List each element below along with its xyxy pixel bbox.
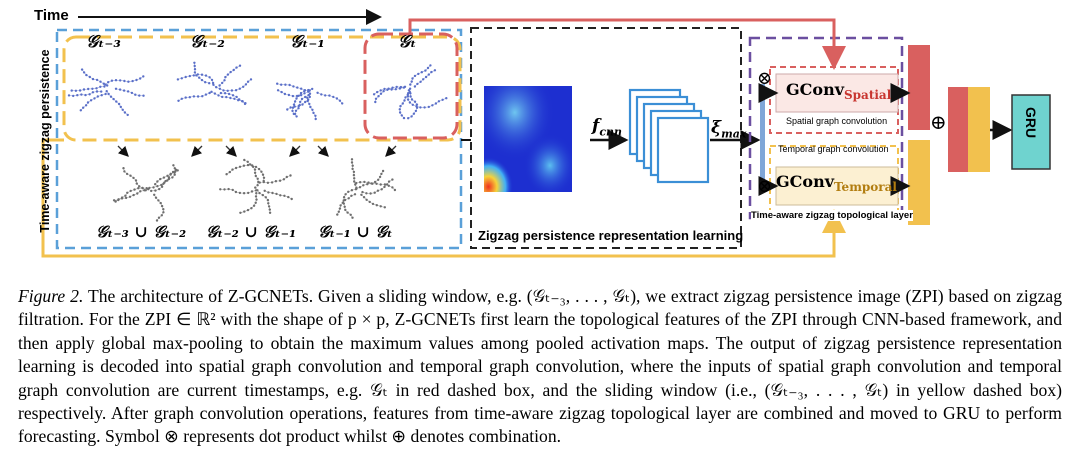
gconv-temporal-text: GConv: [776, 172, 834, 191]
cnn-feature-maps: [628, 88, 710, 184]
graph-t: [372, 64, 448, 120]
spatial-output-bar: [908, 45, 930, 130]
sliding-window-feed: [41, 138, 846, 258]
current-timestamp-feed: [408, 18, 846, 70]
otimes-spatial: ⊗: [757, 68, 773, 89]
gconv-spatial-box: [775, 73, 899, 113]
gru-label: GRU: [1023, 107, 1039, 139]
xi-max-subscript: max: [721, 127, 747, 141]
architecture-diagram: [41, 9, 1051, 258]
union-label-1: 𝒢ₜ₋₃ ∪ 𝒢ₜ₋₂: [96, 222, 187, 241]
gru-block: [1011, 94, 1051, 170]
f-cnn-symbol: f: [592, 116, 600, 136]
graph-label-t-1: 𝒢ₜ₋₁: [290, 32, 325, 52]
xi-max-label: ξmax: [711, 118, 746, 140]
gconv-temporal-subscript: Temporal: [834, 180, 897, 195]
sliding-window-box: [62, 35, 462, 142]
graph-t-1: [276, 82, 344, 121]
temporal-caption: Temporal graph convolution: [778, 144, 889, 154]
caption-text: The architecture of Z-GCNETs. Given a sl…: [18, 286, 1062, 447]
graph-label-t-3: 𝒢ₜ₋₃: [86, 32, 121, 52]
gconv-temporal-label: GConvTemporal: [776, 172, 897, 194]
zpi-section-label: Zigzag persistence representation learni…: [478, 228, 744, 243]
union-label-3: 𝒢ₜ₋₁ ∪ 𝒢ₜ: [318, 222, 393, 241]
gconv-spatial-subscript: Spatial: [844, 88, 892, 103]
otimes-temporal: ⊗: [757, 176, 773, 197]
figure-caption: Figure 2. The architecture of Z-GCNETs. …: [18, 285, 1062, 449]
figure-number: Figure 2.: [18, 286, 84, 306]
layer-label: Time-aware zigzag topological layer: [751, 210, 913, 221]
graph-label-t-2: 𝒢ₜ₋₂: [190, 32, 225, 52]
zigzag-arrows: [117, 145, 397, 157]
f-cnn-subscript: cnn: [599, 125, 623, 139]
side-label: Time-aware zigzag persistence: [38, 49, 52, 233]
combined-yellow-bar: [968, 87, 990, 172]
combined-red-bar: [948, 87, 970, 172]
gconv-spatial-text: GConv: [786, 80, 844, 99]
temporal-output-bar: [908, 140, 930, 225]
zigzag-persistence-image: [484, 86, 572, 192]
time-label: Time: [34, 7, 69, 24]
spatial-caption: Spatial graph convolution: [786, 116, 888, 126]
oplus-symbol: ⊕: [930, 110, 947, 134]
graph-label-t: 𝒢ₜ: [398, 32, 417, 52]
xi-max-symbol: ξ: [711, 118, 722, 138]
graph-t-3: [67, 68, 145, 117]
graph-union-3: [336, 158, 397, 219]
graph-union-2: [219, 158, 293, 214]
union-label-2: 𝒢ₜ₋₂ ∪ 𝒢ₜ₋₁: [206, 222, 297, 241]
zpi-feature-bar: [760, 84, 765, 192]
graph-t-2: [176, 61, 253, 106]
architecture-figure: Time Time-aware zigzag persistence 𝒢ₜ₋₃ …: [34, 7, 1051, 258]
graph-snapshots: [67, 61, 448, 222]
f-cnn-label: fcnn: [592, 116, 622, 138]
graph-union-1: [112, 164, 179, 222]
gconv-spatial-label: GConvSpatial: [786, 80, 891, 102]
